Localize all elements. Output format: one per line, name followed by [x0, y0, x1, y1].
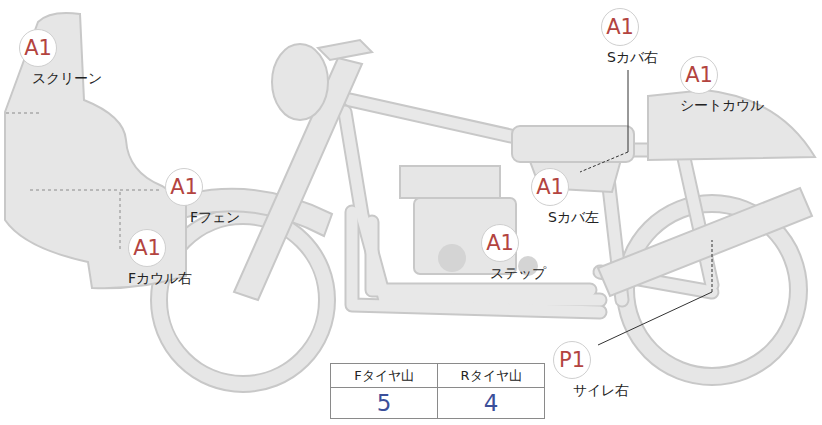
- callout-circle: A1: [128, 229, 166, 267]
- area-divider: [6, 113, 160, 250]
- damage-callout: A1Fカウル右: [128, 229, 193, 287]
- table-header: Fタイヤ山: [331, 364, 437, 388]
- tire-table: Fタイヤ山 Rタイヤ山 5 4: [330, 363, 545, 419]
- table-value: 4: [437, 388, 544, 418]
- part-name: サイレ右: [573, 381, 629, 399]
- damage-callout: A1Sカバ右: [601, 8, 658, 66]
- callout-circle: A1: [481, 224, 519, 262]
- callout-circle: A1: [680, 56, 718, 94]
- engine-head: [400, 166, 500, 198]
- damage-callout: P1 サイレ右: [553, 341, 629, 399]
- callout-number: A1: [24, 38, 52, 59]
- damage-callout: A1Sカバ左: [531, 168, 599, 226]
- handlebar: [318, 40, 372, 60]
- headlight: [272, 44, 328, 120]
- callout-number: A1: [536, 177, 564, 198]
- callout-circle: A1: [531, 168, 569, 206]
- damage-callout: A1 シートカウル: [680, 56, 764, 114]
- part-name: Sカバ右: [607, 48, 658, 66]
- front-cowl: [5, 13, 186, 288]
- callout-circle: A1: [601, 8, 639, 46]
- part-name: スクリーン: [32, 69, 102, 87]
- callout-circle: P1: [553, 341, 591, 379]
- callout-circle: A1: [19, 29, 57, 67]
- fuel-tank: [512, 126, 634, 162]
- callout-number: A1: [606, 17, 634, 38]
- callout-number: A1: [486, 233, 514, 254]
- seat-cowl: [648, 90, 815, 160]
- part-name: Fフェン: [190, 208, 240, 226]
- part-name: Fカウル右: [128, 269, 192, 287]
- callout-circle: A1: [165, 168, 203, 206]
- muffler: [598, 188, 812, 296]
- engine-block: [414, 198, 516, 274]
- table-value: 5: [331, 388, 437, 418]
- damage-callout: A1 ステップ: [481, 224, 546, 282]
- part-name: シートカウル: [680, 96, 764, 114]
- callout-number: A1: [685, 65, 713, 86]
- engine-cover: [438, 244, 466, 272]
- damage-callout: A1Fフェン: [165, 168, 241, 226]
- callout-number: A1: [133, 238, 161, 259]
- part-name: Sカバ左: [548, 208, 599, 226]
- table-header: Rタイヤ山: [437, 364, 544, 388]
- callout-number: A1: [170, 177, 198, 198]
- part-name: ステップ: [490, 264, 546, 282]
- damage-callout: A1 スクリーン: [19, 29, 102, 87]
- callout-number: P1: [559, 350, 585, 371]
